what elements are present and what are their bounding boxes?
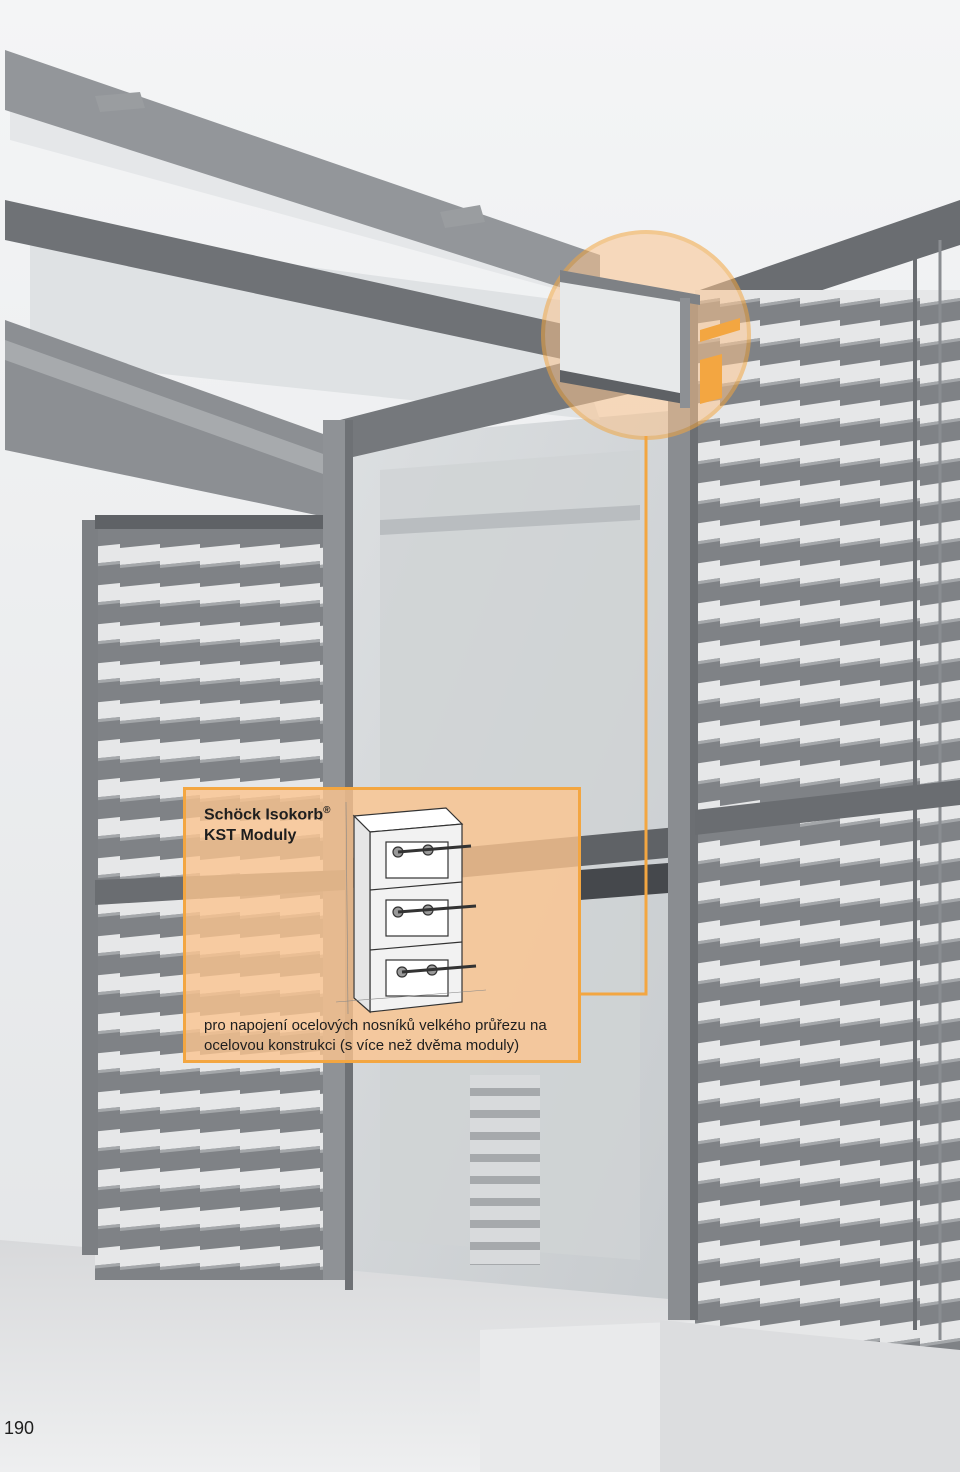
callout-title-line1: Schöck Isokorb® [204, 800, 331, 825]
callout-description-line1: pro napojení ocelových nosníků velkého p… [204, 1017, 547, 1034]
callout-title-line2: KST Moduly [204, 827, 297, 845]
callout-description-line2: ocelovou konstrukci (s více než dvěma mo… [204, 1037, 520, 1054]
callout-description: pro napojení ocelových nosníků velkého p… [204, 1016, 576, 1056]
kst-module-sketch [336, 802, 486, 1014]
callout-title-text: Schöck Isokorb [204, 806, 324, 824]
callout-title: Schöck Isokorb® KST Moduly [204, 800, 331, 846]
page-number: 190 [4, 1418, 35, 1438]
callout-box: Schöck Isokorb® KST Moduly pro napo [183, 787, 581, 1063]
registered-mark: ® [323, 805, 331, 816]
